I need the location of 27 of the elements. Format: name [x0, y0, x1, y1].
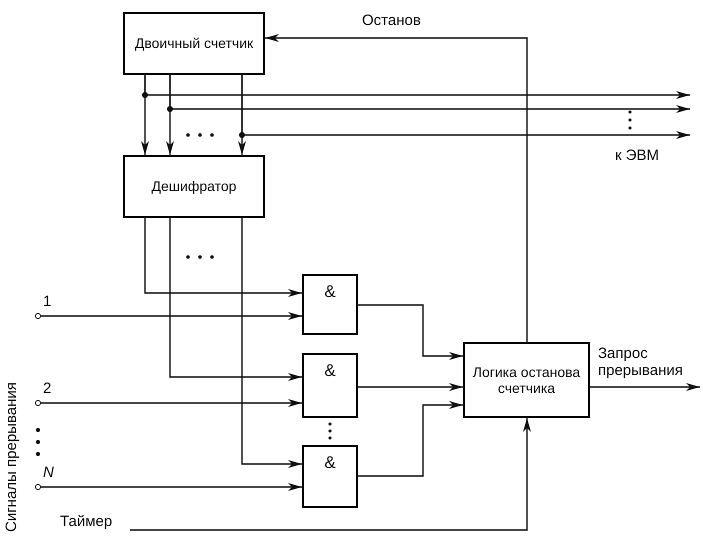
connector-arrow — [169, 218, 302, 381]
group-label: Сигналы прерывания — [3, 382, 20, 532]
connector-arrow — [590, 383, 700, 391]
and-gate: & — [302, 353, 358, 418]
terminal-label: N — [43, 464, 54, 481]
connector-arrow — [41, 483, 302, 491]
signal-label: Таймер — [60, 513, 112, 530]
terminal-label: 1 — [43, 293, 52, 310]
connector-arrow — [358, 383, 463, 391]
connector-arrow — [358, 401, 463, 477]
and-gate: & — [302, 274, 358, 335]
output-label: к ЭВМ — [615, 147, 660, 164]
connector-arrow — [144, 75, 690, 99]
connector-arrow — [130, 418, 531, 531]
block: Двоичный счетчик — [123, 12, 265, 75]
and-gate: & — [302, 445, 358, 508]
block: Дешифратор — [123, 155, 265, 218]
connector-arrow — [41, 399, 302, 407]
connector-arrow — [241, 75, 690, 139]
connector-arrow — [265, 34, 528, 342]
terminal-label: 2 — [43, 380, 52, 397]
connector-arrow — [41, 312, 302, 320]
connector-arrow — [144, 218, 302, 297]
block: Логика останова счетчика — [463, 342, 590, 418]
connector-arrow — [241, 218, 302, 468]
connector-arrow — [358, 304, 463, 360]
connector-arrow — [169, 75, 690, 113]
